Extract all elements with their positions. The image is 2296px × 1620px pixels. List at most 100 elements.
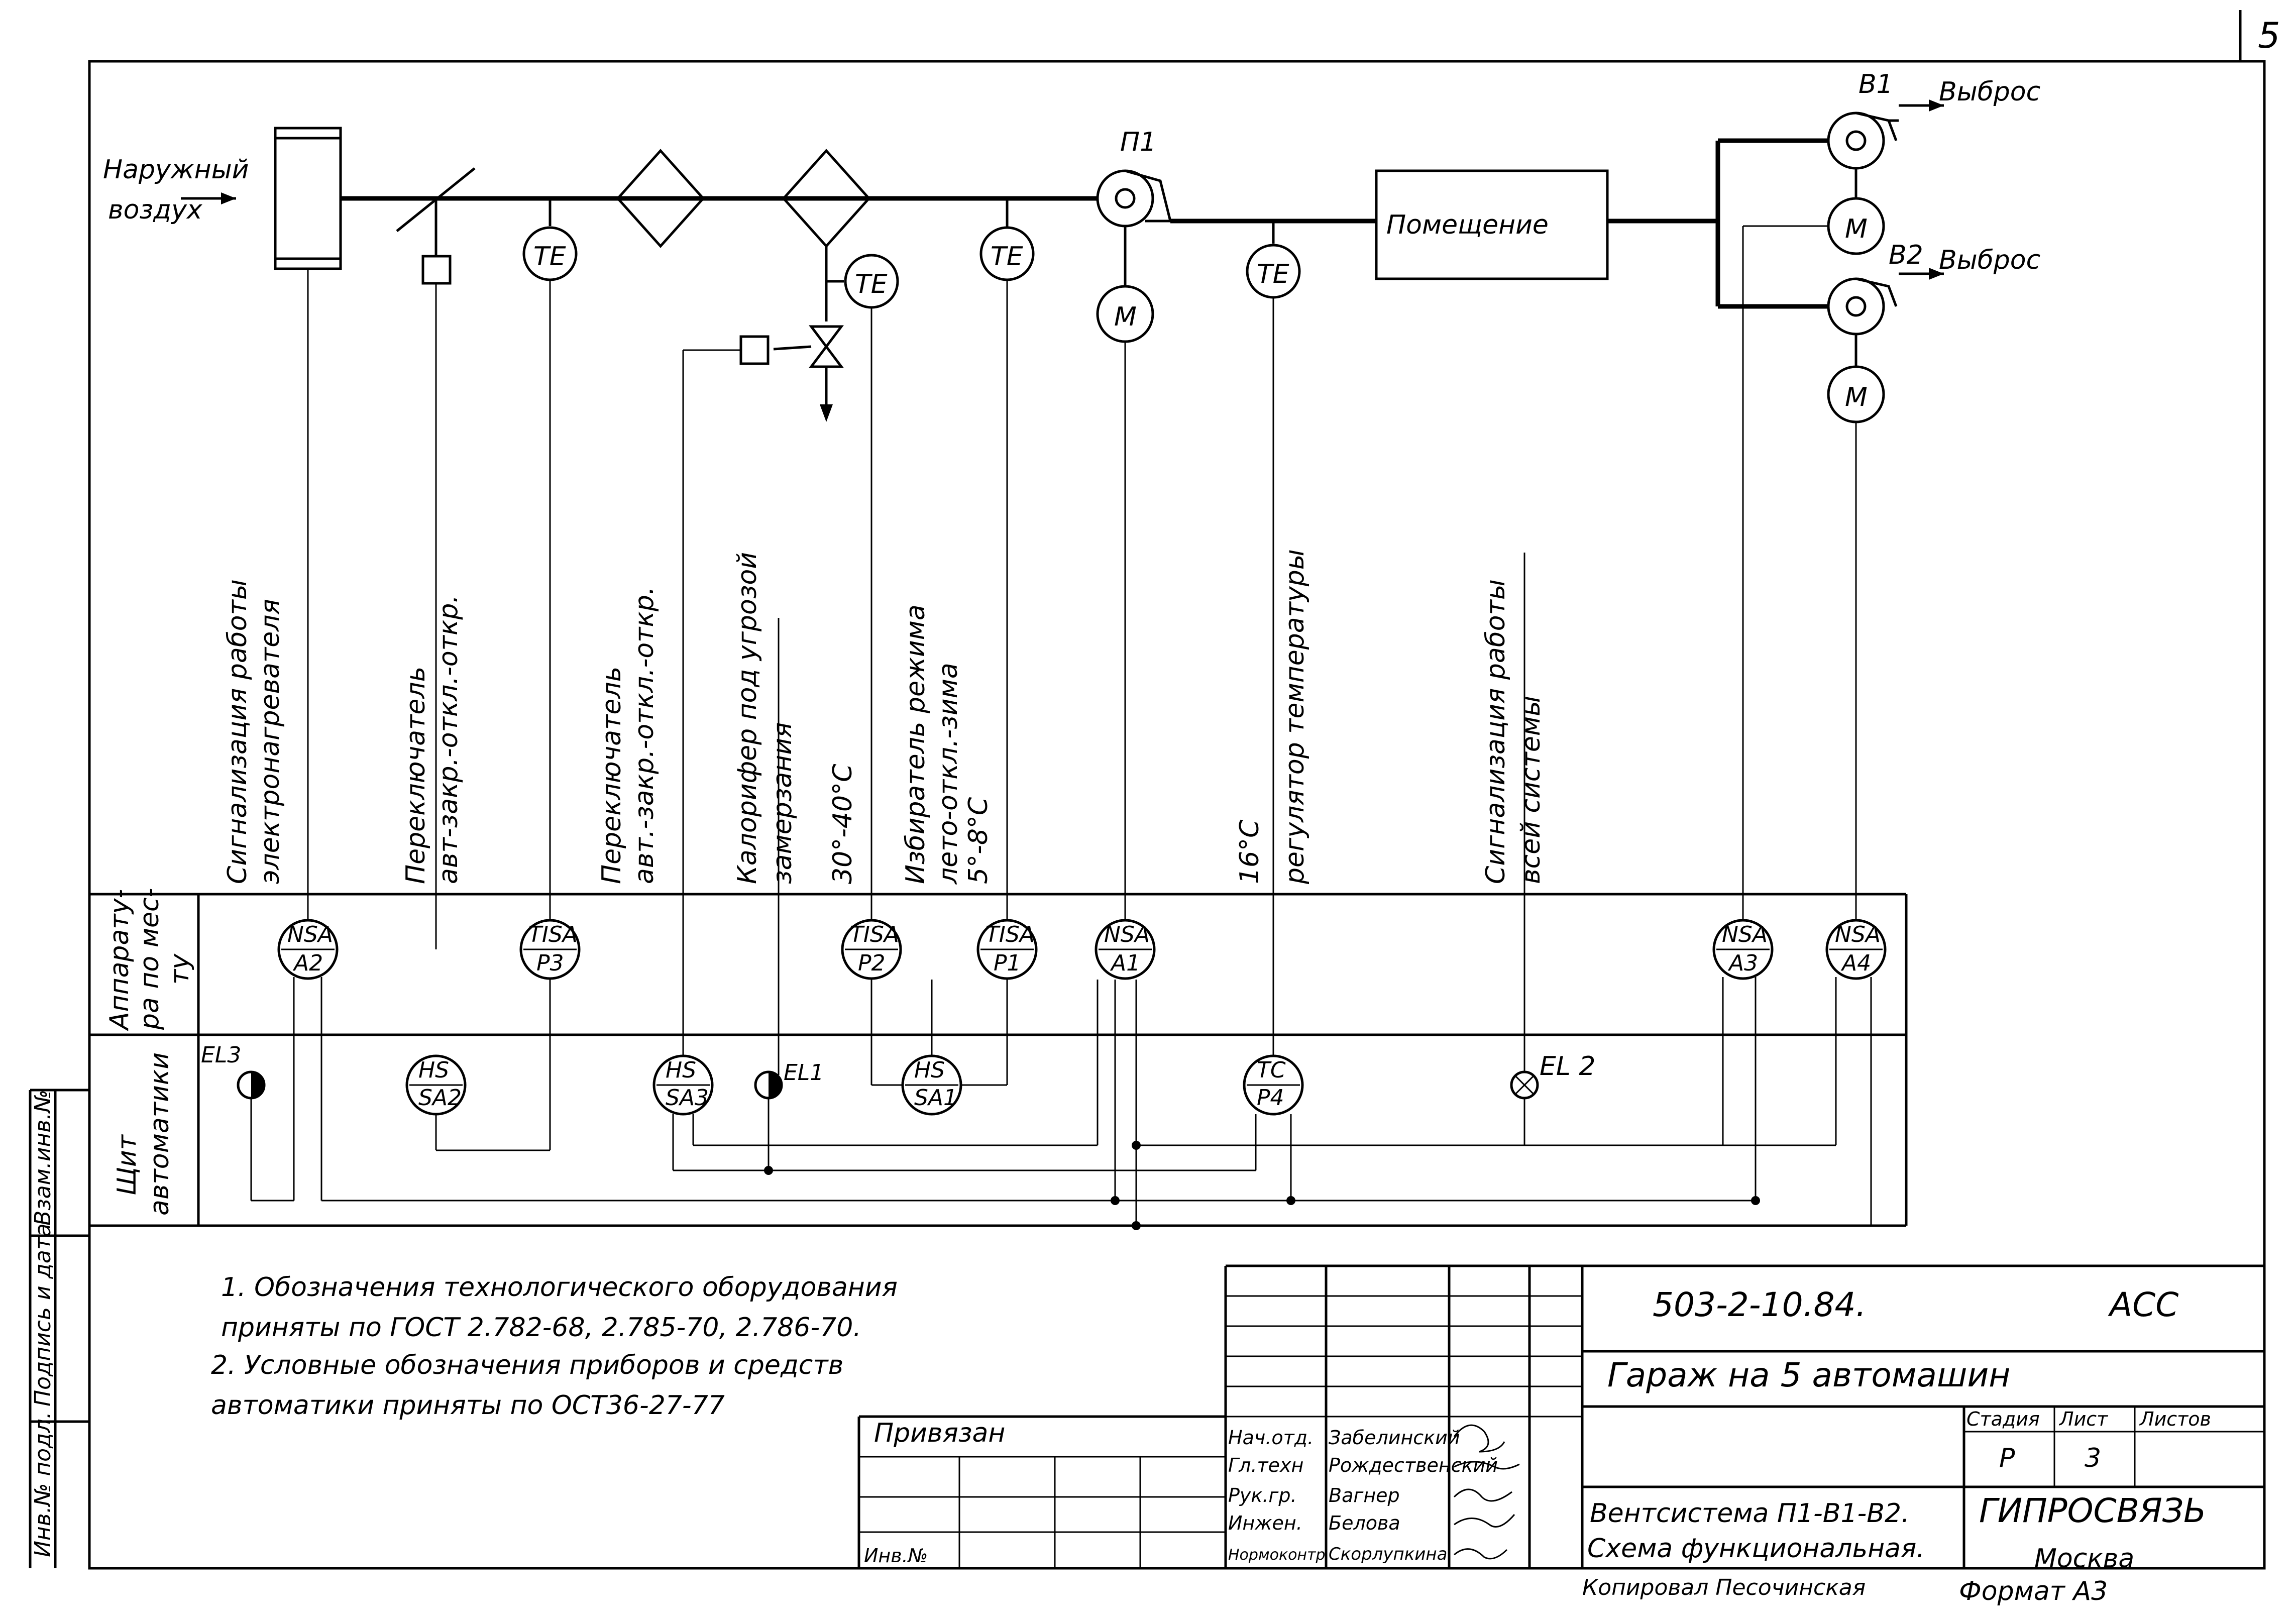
switch-hs-sa2: HS SA2 <box>405 1054 467 1116</box>
notes: 1. Обозначения технологического оборудов… <box>211 1272 898 1421</box>
title-block: Привязан Инв.№ Нач.отд. Забелинский Гл.т… <box>857 1264 2264 1606</box>
svg-text:Гараж на 5 автомашин: Гараж на 5 автомашин <box>1607 1356 2010 1394</box>
room-box: Помещение <box>1375 169 1609 280</box>
svg-text:EL 2: EL 2 <box>1540 1051 1595 1082</box>
svg-text:1. Обозначения технологическо: 1. Обозначения технологического оборудов… <box>221 1272 898 1303</box>
svg-text:P2: P2 <box>858 950 886 976</box>
svg-text:30°-40°С: 30°-40°С <box>828 764 858 884</box>
svg-text:всей системы: всей системы <box>1516 696 1546 884</box>
indicator-el1: EL1 <box>754 1060 824 1100</box>
vertical-labels: Сигнализация работы электронагревателя П… <box>223 549 1546 885</box>
svg-text:замерзания: замерзания <box>768 722 798 884</box>
svg-text:TE: TE <box>855 269 888 299</box>
svg-text:Вентсистема П1-В1-В2.: Вентсистема П1-В1-В2. <box>1590 1498 1910 1529</box>
electric-heater <box>274 127 342 270</box>
svg-text:Калорифер под угрозой: Калорифер под угрозой <box>732 552 762 884</box>
svg-text:Инв.№ подл.: Инв.№ подл. <box>30 1412 56 1557</box>
page-number: 5 <box>2258 15 2280 56</box>
svg-text:HS: HS <box>418 1057 449 1083</box>
te-sensor-3: TE <box>979 198 1035 919</box>
svg-text:Рождественский: Рождественский <box>1329 1454 1498 1476</box>
svg-text:Копировал Песочинская: Копировал Песочинская <box>1582 1575 1866 1600</box>
svg-text:TE: TE <box>533 242 566 272</box>
outside-air-label-2: воздух <box>108 195 203 225</box>
svg-text:В1: В1 <box>1858 69 1893 99</box>
svg-text:Аппарату-: Аппарату- <box>104 889 135 1031</box>
svg-text:A2: A2 <box>292 950 323 976</box>
svg-text:TISA: TISA <box>986 922 1035 947</box>
controller-tc-p4: TC P4 <box>1243 1054 1304 1116</box>
svg-text:HS: HS <box>666 1057 696 1083</box>
svg-text:В2: В2 <box>1889 240 1923 270</box>
svg-text:Нач.отд.: Нач.отд. <box>1228 1427 1314 1449</box>
svg-text:Сигнализация работы: Сигнализация работы <box>223 579 253 884</box>
svg-text:NSA: NSA <box>287 922 333 947</box>
svg-text:Переключатель: Переключатель <box>597 667 627 884</box>
svg-text:Выброс: Выброс <box>1939 77 2040 107</box>
svg-text:автоматики: автоматики <box>145 1052 175 1216</box>
svg-text:NSA: NSA <box>1104 922 1150 947</box>
te-sensor-2: TE <box>826 254 899 919</box>
drawing-frame <box>88 60 2266 1570</box>
signatures <box>1453 1424 1520 1560</box>
svg-text:Белова: Белова <box>1329 1512 1400 1534</box>
exhaust-fan-2: В2 Выброс M <box>1827 240 2040 919</box>
svg-text:Забелинский: Забелинский <box>1329 1427 1460 1449</box>
te-sensor-1: TE <box>522 198 578 919</box>
control-valve <box>682 325 844 1075</box>
svg-text:A1: A1 <box>1110 950 1140 976</box>
svg-text:Рук.гр.: Рук.гр. <box>1228 1484 1297 1506</box>
svg-text:Гл.техн: Гл.техн <box>1228 1454 1303 1476</box>
instrument-tisa-p3: TISA P3 <box>519 919 581 980</box>
svg-text:NSA: NSA <box>1722 922 1768 947</box>
svg-text:SA3: SA3 <box>666 1085 709 1111</box>
svg-text:A4: A4 <box>1840 950 1871 976</box>
exhaust-fan-1: В1 Выброс M <box>1827 69 2040 255</box>
svg-text:лето-откл.-зима: лето-откл.-зима <box>933 663 963 885</box>
svg-text:Формат А3: Формат А3 <box>1959 1576 2108 1606</box>
svg-text:Р: Р <box>1999 1443 2015 1473</box>
instrument-tisa-p1: TISA P1 <box>976 919 1038 980</box>
svg-text:Стадия: Стадия <box>1966 1408 2040 1430</box>
svg-text:5°-8°С: 5°-8°С <box>963 797 994 884</box>
svg-text:регулятор температуры: регулятор температуры <box>1280 549 1310 885</box>
svg-text:M: M <box>1845 214 1868 244</box>
svg-text:3: 3 <box>2085 1443 2101 1473</box>
svg-text:Помещение: Помещение <box>1386 210 1549 240</box>
svg-text:Москва: Москва <box>2034 1544 2134 1574</box>
svg-text:M: M <box>1845 382 1868 412</box>
instrument-nsa-a1: NSA A1 <box>1095 919 1156 980</box>
svg-text:Сигнализация работы: Сигнализация работы <box>1481 579 1511 884</box>
instrument-tisa-p2: TISA P2 <box>841 919 902 980</box>
svg-text:Избиратель режима: Избиратель режима <box>901 604 931 884</box>
instrument-rows: Аппарату- ра по мес- ту Щит автоматики <box>89 888 1908 1227</box>
svg-text:Лист: Лист <box>2058 1408 2109 1430</box>
svg-text:SA2: SA2 <box>418 1085 462 1111</box>
svg-text:П1: П1 <box>1120 127 1156 157</box>
svg-text:Вагнер: Вагнер <box>1329 1484 1400 1506</box>
svg-text:TC: TC <box>1257 1057 1286 1083</box>
svg-text:ра по мес-: ра по мес- <box>135 888 165 1030</box>
svg-text:автоматики приняты по ОСТ36-27: автоматики приняты по ОСТ36-27-77 <box>211 1390 725 1421</box>
svg-text:TISA: TISA <box>850 922 899 947</box>
instrument-nsa-a3: NSA A3 <box>1712 919 1774 980</box>
water-heater-coil <box>782 149 871 321</box>
svg-text:P1: P1 <box>994 950 1021 976</box>
outside-air-label: Наружный <box>103 155 249 185</box>
svg-text:Выброс: Выброс <box>1939 245 2040 275</box>
svg-text:Листов: Листов <box>2139 1408 2211 1430</box>
svg-text:P4: P4 <box>1257 1085 1284 1111</box>
svg-text:Нормоконтр: Нормоконтр <box>1228 1546 1326 1564</box>
svg-text:A3: A3 <box>1727 950 1758 976</box>
svg-text:Взам.инв.№: Взам.инв.№ <box>30 1090 56 1226</box>
instrument-nsa-a4: NSA A4 <box>1825 919 1887 980</box>
svg-text:авт-закр.-откл.-откр.: авт-закр.-откл.-откр. <box>433 595 464 884</box>
svg-text:ГИПРОСВЯЗЬ: ГИПРОСВЯЗЬ <box>1979 1491 2206 1530</box>
switch-hs-sa3: HS SA3 <box>652 1054 714 1116</box>
svg-text:АСС: АСС <box>2108 1285 2178 1324</box>
svg-text:Инв.№: Инв.№ <box>864 1545 928 1567</box>
side-stamp: Инв.№ подл. Подпись и дата Взам.инв.№ <box>29 1089 89 1568</box>
svg-text:P3: P3 <box>536 950 564 976</box>
switch-hs-sa1: HS SA1 <box>901 1054 962 1116</box>
svg-text:Схема функциональная.: Схема функциональная. <box>1587 1534 1925 1564</box>
